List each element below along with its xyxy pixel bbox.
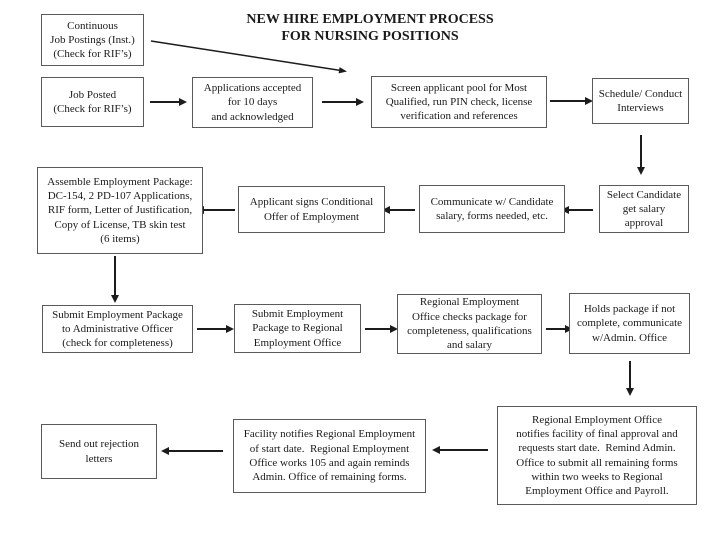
box-text: Holds package if not complete, communica… — [576, 303, 683, 344]
arrow-assemble-to-submit-admin — [114, 256, 116, 296]
arrow-schedule-to-select — [640, 135, 642, 168]
flow-box-assemble-package: Assemble Employment Package: DC-154, 2 P… — [37, 167, 203, 254]
box-text: Regional Employment Office checks packag… — [407, 296, 532, 352]
arrow-regional-notifies-to-facility — [439, 449, 488, 451]
flow-box-submit-admin: Submit Employment Package to Administrat… — [42, 305, 193, 353]
arrow-continuous-to-screen — [150, 40, 347, 74]
box-text: Job Posted (Check for RIF’s) — [53, 88, 132, 115]
arrow-select-to-communicate — [568, 209, 593, 211]
flow-box-job-posted: Job Posted (Check for RIF’s) — [41, 77, 144, 127]
flow-box-applications-accepted: Applications accepted for 10 days and ac… — [192, 77, 313, 128]
box-text: Communicate w/ Candidate salary, forms n… — [430, 195, 554, 222]
arrow-applicant-signs-to-assemble — [203, 209, 235, 211]
flow-box-communicate-candidate: Communicate w/ Candidate salary, forms n… — [419, 185, 565, 233]
box-text: Schedule/ Conduct Interviews — [598, 87, 683, 114]
box-text: Select Candidate get salary approval — [606, 188, 682, 230]
flow-box-facility-notifies: Facility notifies Regional Employment of… — [233, 419, 426, 493]
box-text: Regional Employment Office notifies faci… — [516, 413, 678, 498]
box-text: Send out rejection letters — [58, 438, 140, 465]
flow-box-select-candidate: Select Candidate get salary approval — [599, 185, 689, 233]
arrow-communicate-to-applicant-signs — [389, 209, 415, 211]
arrow-submit-regional-to-regional-checks — [365, 328, 391, 330]
flow-box-continuous-postings: Continuous Job Postings (Inst.) (Check f… — [41, 14, 144, 66]
box-text: Continuous Job Postings (Inst.) (Check f… — [50, 19, 135, 61]
box-text: Applicant signs Conditional Offer of Emp… — [249, 196, 374, 223]
arrow-facility-to-rejection — [168, 450, 223, 452]
page-title: NEW HIRE EMPLOYMENT PROCESS FOR NURSING … — [246, 12, 494, 44]
flow-box-regional-checks: Regional Employment Office checks packag… — [397, 294, 542, 354]
arrow-holds-to-regional-notifies — [629, 361, 631, 389]
arrow-submit-admin-to-submit-regional — [197, 328, 227, 330]
flow-box-holds-package: Holds package if not complete, communica… — [569, 293, 690, 354]
flow-box-regional-notifies: Regional Employment Office notifies faci… — [497, 406, 697, 505]
box-text: Submit Employment Package to Administrat… — [52, 308, 183, 350]
box-text: Applications accepted for 10 days and ac… — [203, 82, 302, 123]
box-text: Assemble Employment Package: DC-154, 2 P… — [47, 175, 193, 245]
flow-box-screen-pool: Screen applicant pool for Most Qualified… — [371, 76, 547, 128]
box-text: Facility notifies Regional Employment of… — [243, 428, 416, 484]
flow-box-schedule-interviews: Schedule/ Conduct Interviews — [592, 78, 689, 124]
flow-box-rejection-letters: Send out rejection letters — [41, 424, 157, 479]
box-text: Screen applicant pool for Most Qualified… — [385, 81, 533, 123]
arrow-regional-checks-to-holds — [546, 328, 566, 330]
box-text: Submit Employment Package to Regional Em… — [251, 308, 344, 349]
arrow-applications-to-screen — [322, 101, 357, 103]
flow-box-submit-regional: Submit Employment Package to Regional Em… — [234, 304, 361, 353]
flow-box-applicant-signs: Applicant signs Conditional Offer of Emp… — [238, 186, 385, 233]
arrow-screen-to-schedule — [550, 100, 586, 102]
arrow-job-posted-to-applications — [150, 101, 180, 103]
